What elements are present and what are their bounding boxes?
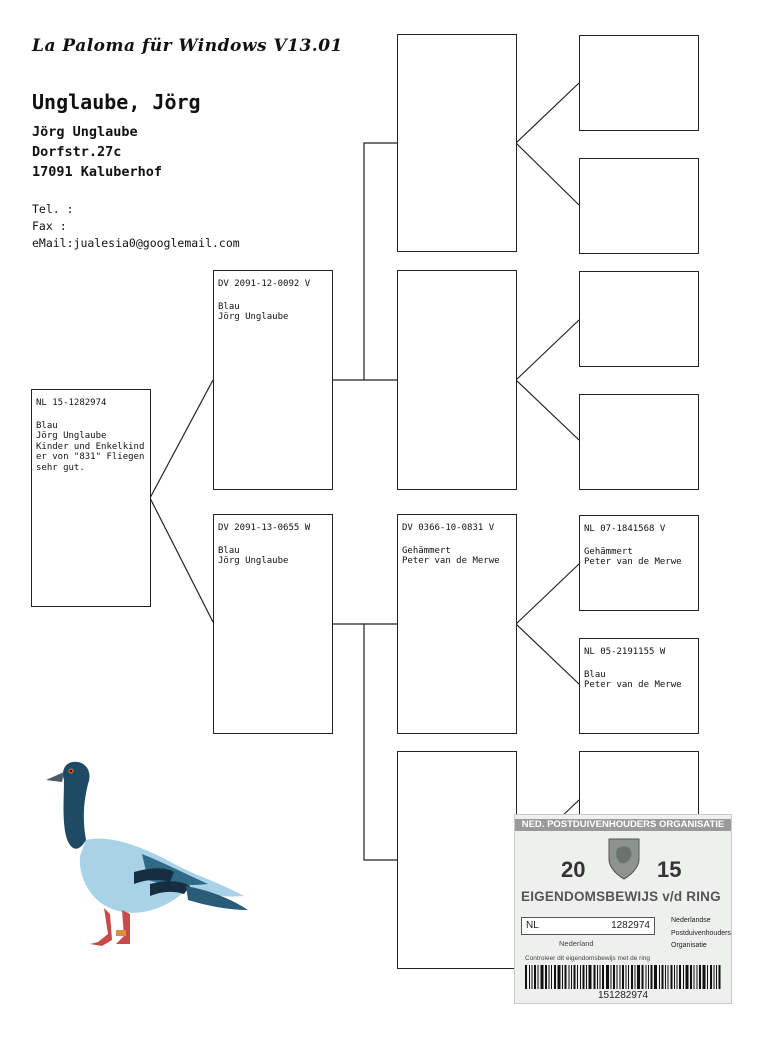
ring-number: DV 2091-13-0655 W xyxy=(218,523,311,533)
card-org-line: Nederlandse xyxy=(671,917,711,924)
note-line: er von "831" Fliegen xyxy=(36,452,145,462)
card-country: NL xyxy=(526,920,539,931)
pedigree-box-subject: NL 15-1282974 Blau Jörg Unglaube Kinder … xyxy=(31,389,151,607)
breeder-label: Peter van de Merwe xyxy=(584,680,682,690)
card-org-line: Organisatie xyxy=(671,942,707,949)
card-org-line: Postduivenhouders xyxy=(671,929,731,937)
fax-label: Fax : xyxy=(32,219,67,233)
email-label: eMail:jualesia0@googlemail.com xyxy=(32,236,240,250)
card-organisation: NED. POSTDUIVENHOUDERS ORGANISATIE xyxy=(515,819,731,831)
color-label: Blau xyxy=(218,301,240,312)
ring-number: DV 2091-12-0092 V xyxy=(218,279,311,289)
note-line: sehr gut. xyxy=(36,462,85,473)
pedigree-box-ggp-2 xyxy=(579,158,699,254)
card-title: EIGENDOMSBEWIJS v/d RING xyxy=(521,889,721,904)
owner-name: Unglaube, Jörg xyxy=(32,90,201,114)
breeder-label: Jörg Unglaube xyxy=(36,431,107,441)
color-label: Blau xyxy=(36,420,58,431)
card-org-lines: Nederlandse Postduivenhouders Organisati… xyxy=(671,915,731,953)
pedigree-box-sire-sire xyxy=(397,34,517,252)
card-barcode-text: 151282974 xyxy=(597,990,649,1001)
card-year-left: 20 xyxy=(561,857,586,882)
breeder-label: Peter van de Merwe xyxy=(402,556,500,566)
pedigree-box-ggp-5: NL 07-1841568 V Gehämmert Peter van de M… xyxy=(579,515,699,611)
color-label: Gehämmert xyxy=(402,545,451,556)
card-ring-field: NL 1282974 xyxy=(521,917,655,935)
barcode-icon xyxy=(525,965,721,989)
pedigree-box-dam-dam xyxy=(397,751,517,969)
ring-number: NL 05-2191155 W xyxy=(584,647,666,657)
address-line-street: Dorfstr.27c xyxy=(32,144,122,160)
pedigree-box-sire: DV 2091-12-0092 V Blau Jörg Unglaube xyxy=(213,270,333,490)
ring-number: NL 07-1841568 V xyxy=(584,524,666,534)
pedigree-box-ggp-3 xyxy=(579,271,699,367)
breeder-label: Jörg Unglaube xyxy=(218,556,289,566)
color-label: Blau xyxy=(584,669,606,680)
color-label: Blau xyxy=(218,545,240,556)
note-line: Kinder und Enkelkind xyxy=(36,441,145,452)
crest-icon xyxy=(608,838,640,880)
color-label: Gehämmert xyxy=(584,546,633,557)
pedigree-box-ggp-4 xyxy=(579,394,699,490)
pedigree-box-dam: DV 2091-13-0655 W Blau Jörg Unglaube xyxy=(213,514,333,734)
pedigree-box-ggp-6: NL 05-2191155 W Blau Peter van de Merwe xyxy=(579,638,699,734)
pedigree-box-dam-sire: DV 0366-10-0831 V Gehämmert Peter van de… xyxy=(397,514,517,734)
pigeon-image xyxy=(46,761,248,946)
card-year-right: 15 xyxy=(657,857,682,882)
breeder-label: Jörg Unglaube xyxy=(218,312,289,322)
ring-number: DV 0366-10-0831 V xyxy=(402,523,495,533)
address-line-name: Jörg Unglaube xyxy=(32,124,138,140)
app-title: La Paloma für Windows V13.01 xyxy=(32,36,343,56)
card-ring-number: 1282974 xyxy=(611,920,650,931)
breeder-label: Peter van de Merwe xyxy=(584,557,682,567)
ring-number: NL 15-1282974 xyxy=(36,398,107,408)
card-footnote: Controleer dit eigendomsbewijs met de ri… xyxy=(525,955,651,962)
card-nederland: Nederland xyxy=(559,939,594,948)
pedigree-box-sire-dam xyxy=(397,270,517,490)
pedigree-box-ggp-1 xyxy=(579,35,699,131)
address-line-city: 17091 Kaluberhof xyxy=(32,164,163,180)
ring-ownership-card: NED. POSTDUIVENHOUDERS ORGANISATIE 20 15… xyxy=(514,814,732,1004)
tel-label: Tel. : xyxy=(32,202,74,216)
